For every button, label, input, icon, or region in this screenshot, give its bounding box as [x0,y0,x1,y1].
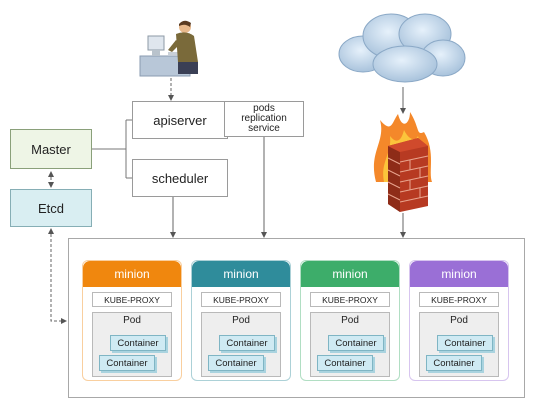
master-box: Master [10,129,92,169]
pod-box: Pod Container Container [201,312,281,377]
kube-proxy-box: KUBE-PROXY [92,292,172,307]
firewall-icon [373,112,432,212]
container-label: Container [335,337,377,349]
kube-proxy-box: KUBE-PROXY [201,292,281,307]
minion-title: minion [332,267,368,281]
container-label: Container [226,337,268,349]
minion-cluster: minion KUBE-PROXY Pod Container Containe… [68,238,525,398]
apiserver-box: apiserver [132,101,228,139]
etcd-box: Etcd [10,189,92,227]
cloud-icon [338,13,466,83]
pod-box: Pod Container Container [92,312,172,377]
minion-node: minion KUBE-PROXY Pod Container Containe… [409,260,509,381]
container-box: Container [219,335,275,351]
minion-header: minion [301,261,399,287]
scheduler-label: scheduler [151,170,209,186]
container-box: Container [110,335,166,351]
container-box: Container [99,355,155,371]
pod-label: Pod [450,315,468,326]
minion-title: minion [441,267,477,281]
container-box: Container [426,355,482,371]
minion-title: minion [223,267,259,281]
minion-header: minion [192,261,290,287]
container-label: Container [433,357,475,369]
container-label: Container [215,357,257,369]
container-box: Container [437,335,493,351]
pod-box: Pod Container Container [310,312,390,377]
master-label: Master [31,141,71,157]
minion-node: minion KUBE-PROXY Pod Container Containe… [191,260,291,381]
apiserver-label: apiserver [153,112,207,128]
container-label: Container [106,357,148,369]
pod-box: Pod Container Container [419,312,499,377]
replication-service-box: pods replication service [224,101,304,137]
user-at-computer-icon [139,20,198,77]
scheduler-box: scheduler [132,159,228,197]
replication-service-label: pods replication service [241,103,287,134]
minion-node: minion KUBE-PROXY Pod Container Containe… [82,260,182,381]
pod-label: Pod [123,315,141,326]
kube-proxy-box: KUBE-PROXY [419,292,499,307]
kube-proxy-label: KUBE-PROXY [431,294,487,305]
minion-header: minion [83,261,181,287]
kube-proxy-label: KUBE-PROXY [213,294,269,305]
pod-label: Pod [232,315,250,326]
kube-proxy-label: KUBE-PROXY [322,294,378,305]
kube-proxy-label: KUBE-PROXY [104,294,160,305]
container-box: Container [317,355,373,371]
container-label: Container [117,337,159,349]
etcd-label: Etcd [37,200,64,216]
container-label: Container [444,337,486,349]
container-label: Container [324,357,366,369]
kube-proxy-box: KUBE-PROXY [310,292,390,307]
minion-title: minion [114,267,150,281]
minion-node: minion KUBE-PROXY Pod Container Containe… [300,260,400,381]
minion-header: minion [410,261,508,287]
container-box: Container [328,335,384,351]
container-box: Container [208,355,264,371]
pod-label: Pod [341,315,359,326]
